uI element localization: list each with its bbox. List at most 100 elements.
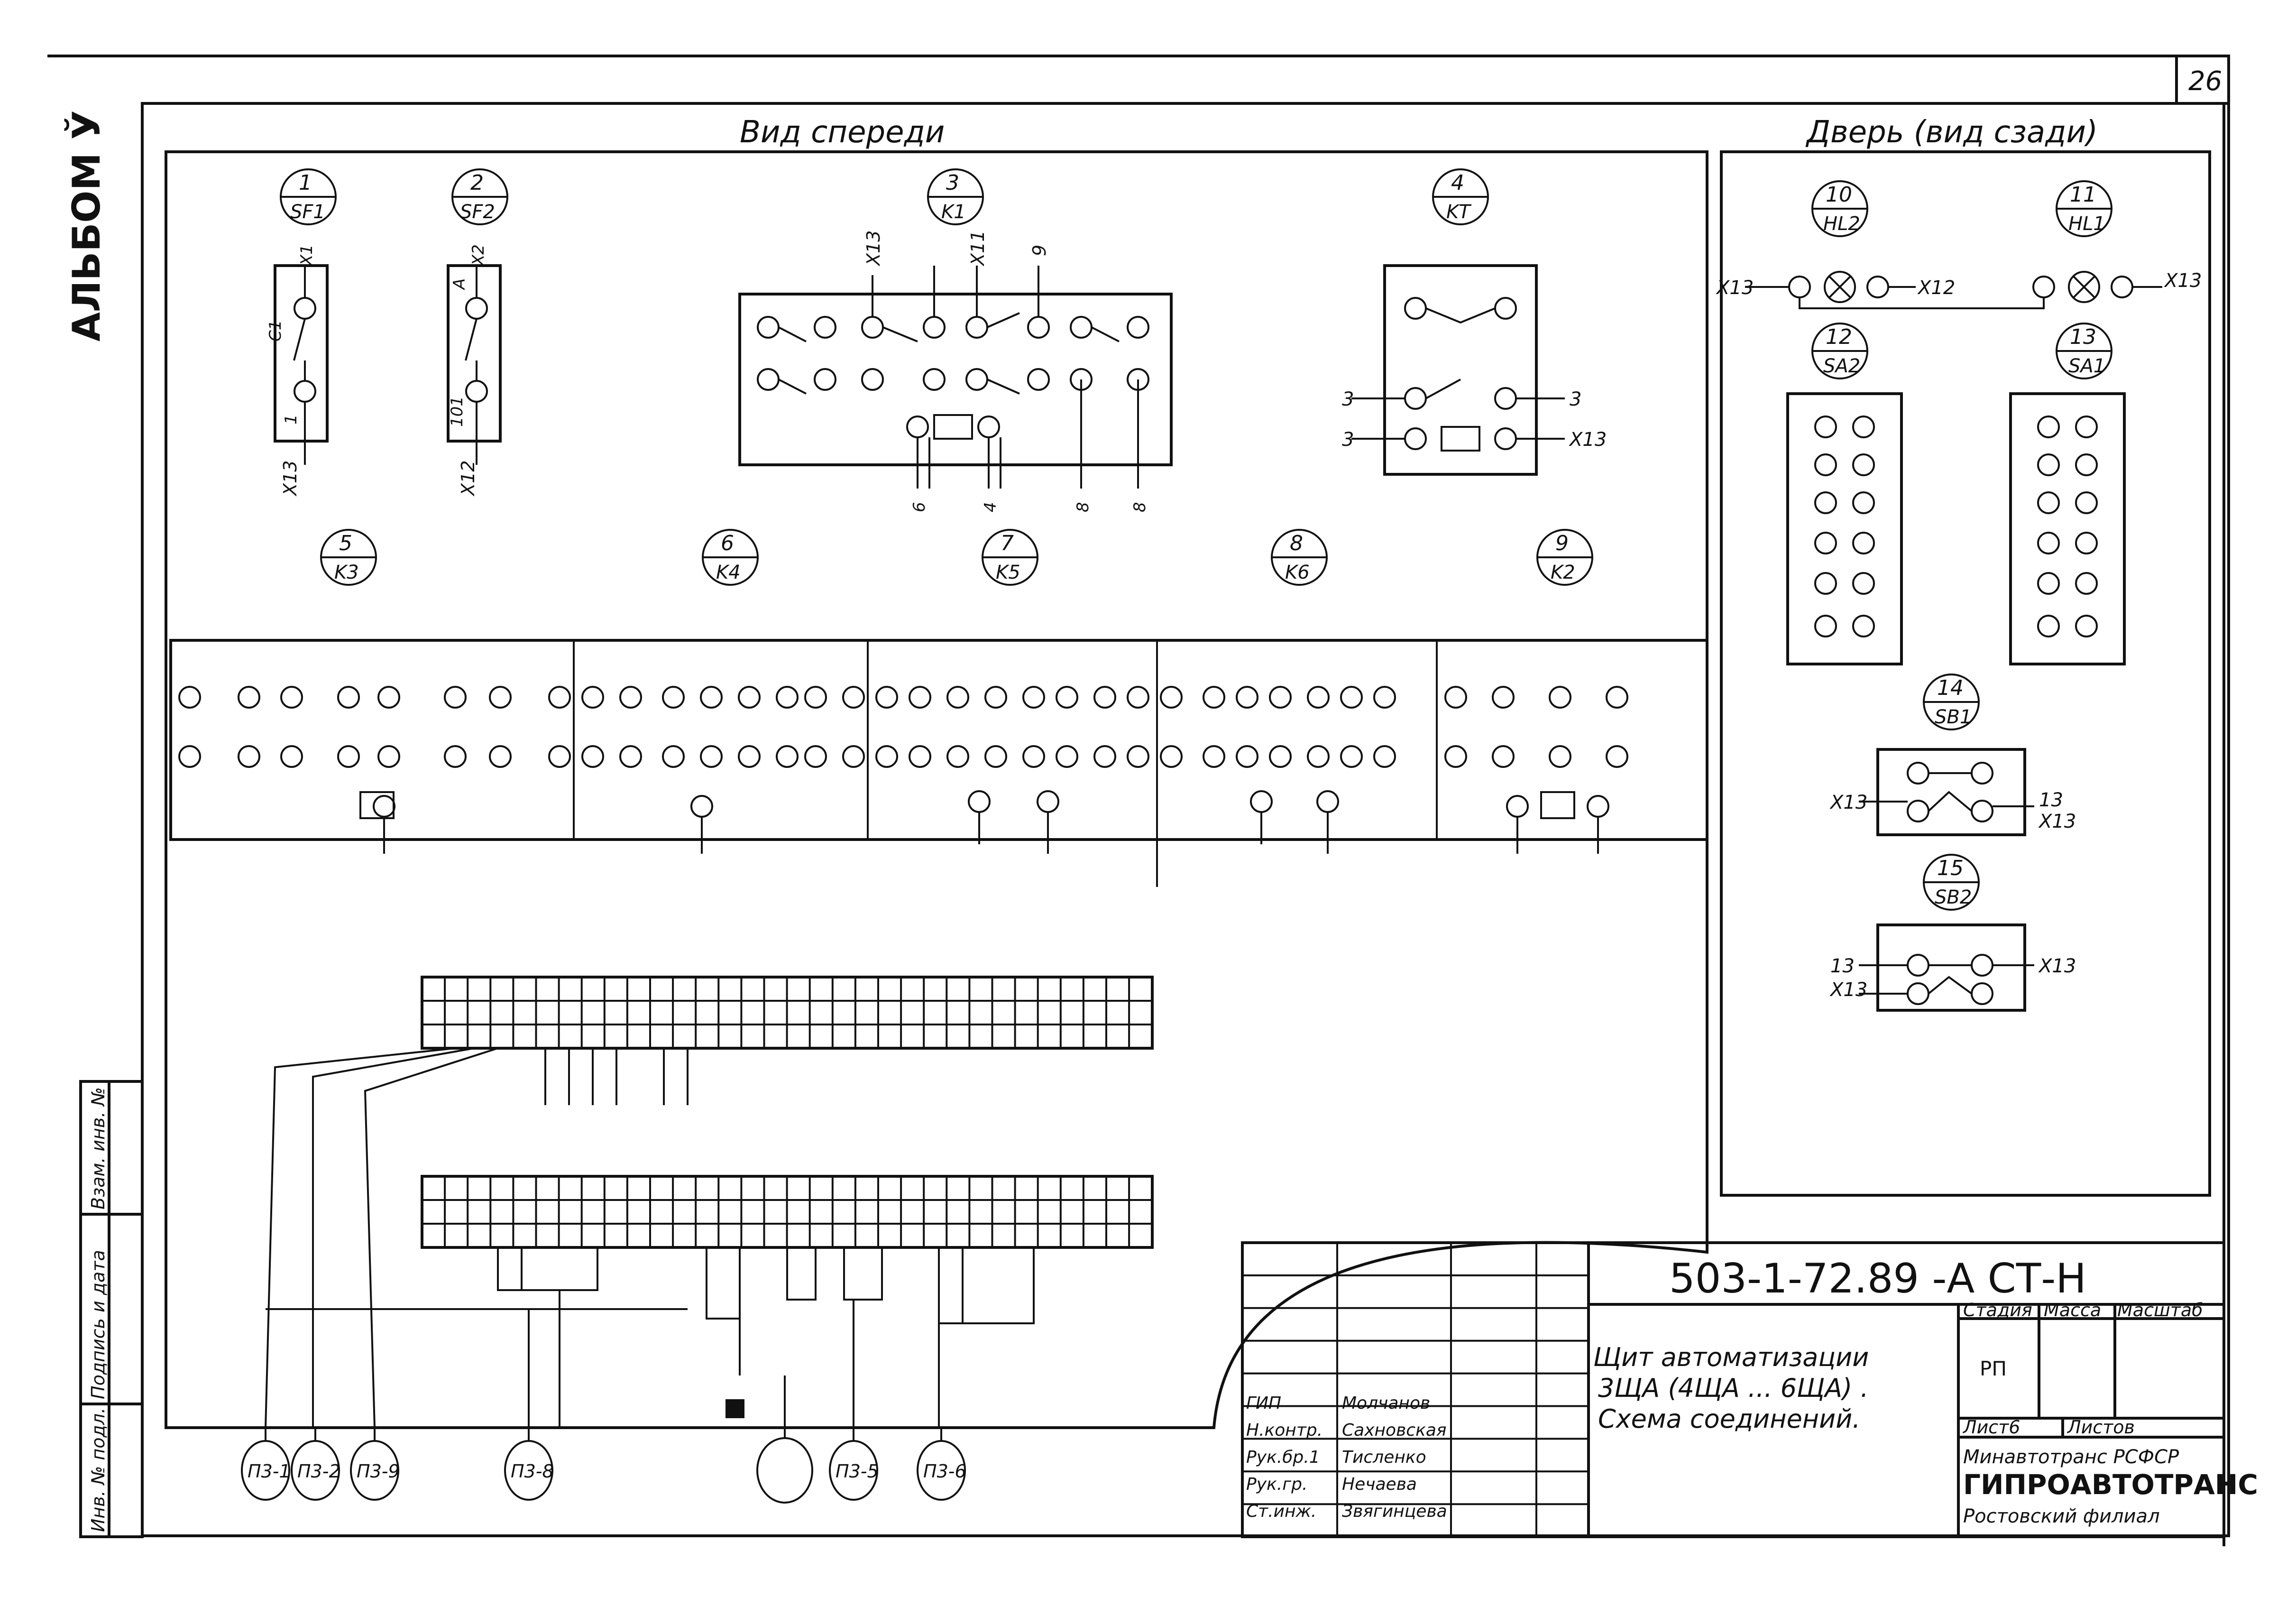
side-stamp: Инв. № подл. Подпись и дата Взам. инв. № [79,1080,144,1538]
svg-text:X12: X12 [458,461,478,497]
coil-terminal [1250,790,1273,813]
coil-terminal [690,795,713,818]
wiring-runs [265,1047,689,1428]
relay-terminal [1373,686,1396,709]
coil-terminal [1037,790,1059,813]
switch-terminal [1852,491,1875,514]
relay-terminal [1056,686,1078,709]
door-view-panel [1720,150,2211,1197]
wiring-runs-2 [706,1247,1035,1428]
device-sf1: 1 SF1 X13 X1 1 C1 [266,168,337,497]
relay-terminal [1549,745,1571,768]
device-sf2: 2 SF2 X12 X2 101 A [447,168,508,497]
svg-text:X13: X13 [2038,955,2076,977]
svg-text:K5: K5 [996,562,1020,583]
relay-terminal [909,745,931,768]
role-name: Сахновская [1342,1421,1447,1440]
switch-terminal [2075,491,2098,514]
svg-text:X13: X13 [1569,429,1607,451]
svg-text:HL2: HL2 [1823,213,1860,235]
relay-terminal [1373,745,1396,768]
svg-text:13: 13 [1830,955,1855,977]
svg-text:X13: X13 [1716,277,1754,299]
relay-terminal [1093,686,1116,709]
relay-terminal [1160,686,1183,709]
relay-terminal [946,745,969,768]
relay-terminal [1093,745,1116,768]
svg-text:6: 6 [910,502,929,512]
title-block [1241,1241,2225,1538]
relay-terminal [377,686,400,709]
coil-terminal [1587,795,1609,818]
front-view-panel [165,150,1708,1429]
svg-text:3: 3 [1342,388,1354,410]
terminal-block-lower-cells [421,1176,1130,1247]
relay-terminal [1444,686,1467,709]
switch-terminal [1852,453,1875,476]
relay-contacts [178,686,1628,887]
relay-terminal [548,686,571,709]
org-line-1: Минавтотранс РСФСР [1963,1446,2179,1468]
relay-terminal [946,686,969,709]
svg-text:9: 9 [1029,245,1050,256]
relay-terminal [1307,686,1330,709]
relay-terminal [1236,686,1258,709]
relay-terminal [662,686,685,709]
coil-terminal [373,795,395,818]
relay-terminal [444,686,467,709]
relay-terminal [804,686,827,709]
svg-text:X1: X1 [297,244,316,267]
relay-terminal [984,745,1007,768]
svg-text:10: 10 [1826,183,1852,207]
switch-terminal [2075,532,2098,554]
relay-terminal [1492,686,1515,709]
lamp-hl1: 11 HL1 X13 [2032,180,2202,303]
svg-text:12: 12 [1826,325,1852,349]
svg-text:7: 7 [1001,531,1014,555]
relay-terminal [619,686,642,709]
lamp-hl2: 10 HL2 X13 X12 [1716,180,2045,309]
relay-terminal [738,745,761,768]
relay-terminal [581,745,604,768]
svg-text:K2: K2 [1551,562,1575,583]
title-line-3: Схема соединений. [1598,1404,1860,1434]
coil-terminal [1506,795,1529,818]
svg-text:8: 8 [1290,531,1303,555]
switch-terminal [2037,572,2060,595]
svg-text:П3-6: П3-6 [923,1461,966,1482]
role-name: Тисленко [1342,1448,1426,1467]
svg-text:X13: X13 [2164,270,2202,292]
relay-terminal [280,745,303,768]
cable-p3-8: П3-8 [504,1440,554,1501]
svg-text:4: 4 [981,502,1000,512]
relay-k5: 7 K5 [982,529,1038,586]
relay-terminal [238,686,260,709]
switch-terminal [2075,415,2098,438]
relay-terminal [238,745,260,768]
sheet-label: Лист6 [1962,1417,2020,1438]
relay-terminal [1022,745,1045,768]
relay-terminal [619,745,642,768]
relay-terminal [280,686,303,709]
switch-terminal [2037,453,2060,476]
role-name: Нечаева [1342,1475,1417,1494]
coil-terminal [1316,790,1339,813]
switch-terminal [2037,532,2060,554]
svg-text:SA1: SA1 [2068,355,2105,377]
relay-terminal [548,745,571,768]
svg-text:1: 1 [282,414,301,425]
relay-terminal [776,686,799,709]
sheets-label: Листов [2066,1417,2135,1438]
role-label: Рук.бр.1 [1246,1448,1320,1467]
button-sb1: 14 SB1 X13 13 X13 [1829,674,2076,836]
relay-terminal [1203,686,1225,709]
relay-terminal [1492,745,1515,768]
relay-terminal [1606,686,1628,709]
switch-terminal [1814,532,1837,554]
svg-text:3: 3 [1342,429,1354,451]
svg-text:11: 11 [2070,183,2096,207]
relay-terminal [1340,745,1363,768]
relay-terminal [337,686,360,709]
stamp-sign: Подпись и дата [88,1250,109,1399]
svg-text:K3: K3 [334,562,359,583]
